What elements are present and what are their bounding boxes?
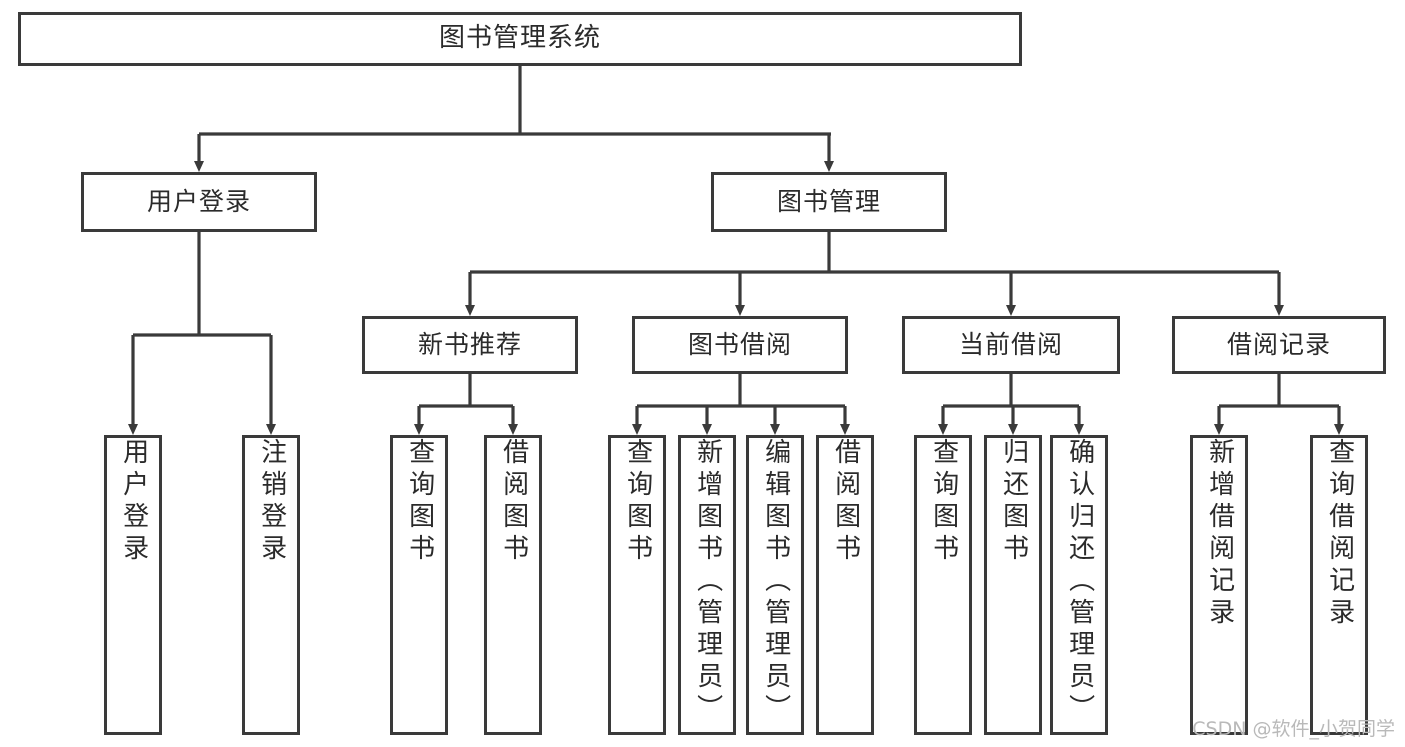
leaf-bb-query-book-label: 查询图书 [622,438,653,566]
node-book-borrow-label: 图书借阅 [687,330,792,359]
leaf-cb-query-book-label: 查询图书 [928,438,959,566]
node-user-login[interactable]: 用户登录 [81,172,317,232]
node-book-management-label: 图书管理 [776,187,881,216]
node-root[interactable]: 图书管理系统 [18,12,1022,66]
leaf-br-add-record[interactable]: 新增借阅记录 [1190,435,1248,735]
leaf-br-query-record-label: 查询借阅记录 [1324,438,1355,630]
leaf-br-add-record-label: 新增借阅记录 [1204,438,1235,630]
leaf-logout[interactable]: 注销登录 [242,435,300,735]
leaf-bb-edit-book-admin[interactable]: 编辑图书（管理员） [746,435,804,735]
leaf-bb-borrow-book-label: 借阅图书 [830,438,861,566]
leaf-nbr-borrow-book[interactable]: 借阅图书 [484,435,542,735]
node-current-borrow[interactable]: 当前借阅 [902,316,1120,374]
leaf-cb-return-book-label: 归还图书 [998,438,1029,566]
leaf-logout-label: 注销登录 [256,438,287,566]
node-book-management[interactable]: 图书管理 [711,172,947,232]
leaf-cb-return-book[interactable]: 归还图书 [984,435,1042,735]
leaf-bb-query-book[interactable]: 查询图书 [608,435,666,735]
leaf-nbr-query-book[interactable]: 查询图书 [390,435,448,735]
leaf-bb-add-book-admin-label: 新增图书（管理员） [692,438,723,726]
leaf-bb-edit-book-admin-label: 编辑图书（管理员） [760,438,791,726]
leaf-bb-add-book-admin[interactable]: 新增图书（管理员） [678,435,736,735]
leaf-cb-confirm-return-admin[interactable]: 确认归还（管理员） [1050,435,1108,735]
node-user-login-label: 用户登录 [146,187,251,216]
watermark: CSDN @软件_小贺同学 [1192,718,1395,740]
leaf-user-login-label: 用户登录 [118,438,149,566]
node-root-label: 图书管理系统 [438,23,601,54]
node-book-borrow[interactable]: 图书借阅 [632,316,848,374]
node-current-borrow-label: 当前借阅 [958,330,1063,359]
leaf-nbr-borrow-book-label: 借阅图书 [498,438,529,566]
node-borrow-record-label: 借阅记录 [1226,330,1331,359]
leaf-cb-query-book[interactable]: 查询图书 [914,435,972,735]
leaf-bb-borrow-book[interactable]: 借阅图书 [816,435,874,735]
leaf-cb-confirm-return-admin-label: 确认归还（管理员） [1064,438,1095,726]
leaf-user-login[interactable]: 用户登录 [104,435,162,735]
node-new-book-recommend[interactable]: 新书推荐 [362,316,578,374]
leaf-br-query-record[interactable]: 查询借阅记录 [1310,435,1368,735]
node-borrow-record[interactable]: 借阅记录 [1172,316,1386,374]
leaf-nbr-query-book-label: 查询图书 [404,438,435,566]
node-new-book-recommend-label: 新书推荐 [417,330,522,359]
